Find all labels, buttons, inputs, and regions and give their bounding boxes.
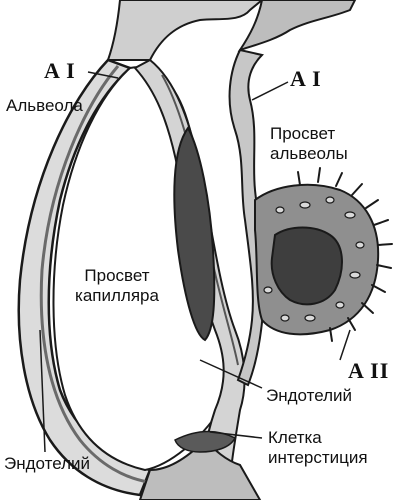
endothelial-nucleus — [173, 126, 216, 342]
type-ii-nucleus — [270, 226, 343, 306]
label-capillary-lumen-line2: капилляра — [75, 285, 159, 305]
label-alveola-lumen: Просвет альвеолы — [270, 124, 348, 163]
label-alveola-lumen-line1: Просвет — [270, 124, 336, 143]
microvilli — [297, 167, 393, 342]
type-ii-granules — [263, 196, 365, 322]
alveolar-wall-right — [228, 48, 266, 387]
label-capillary-lumen: Просвет капилляра — [62, 266, 172, 305]
label-ai-right: A I — [290, 66, 322, 91]
label-alveola-lumen-line2: альвеолы — [270, 143, 348, 163]
interstitial-cell-shape — [174, 430, 237, 453]
endothelium-left-layer — [39, 65, 149, 484]
label-endothelium-left: Эндотелий — [4, 454, 91, 473]
label-endothelium-right: Эндотелий — [266, 386, 353, 405]
label-interstitial-cell-line2: интерстиция — [268, 447, 368, 467]
label-interstitial-cell-line1: Клетка — [268, 428, 322, 447]
label-capillary-lumen-line1: Просвет — [84, 266, 150, 285]
label-aii: A II — [348, 358, 390, 383]
leader-lines — [39, 71, 351, 453]
upper-right-tissue — [237, 0, 357, 52]
label-alveola: Альвеола — [6, 96, 83, 115]
label-interstitial-cell: Клетка интерстиция — [268, 428, 368, 467]
upper-tissue — [106, 0, 264, 61]
label-ai-left: A I — [44, 58, 76, 83]
